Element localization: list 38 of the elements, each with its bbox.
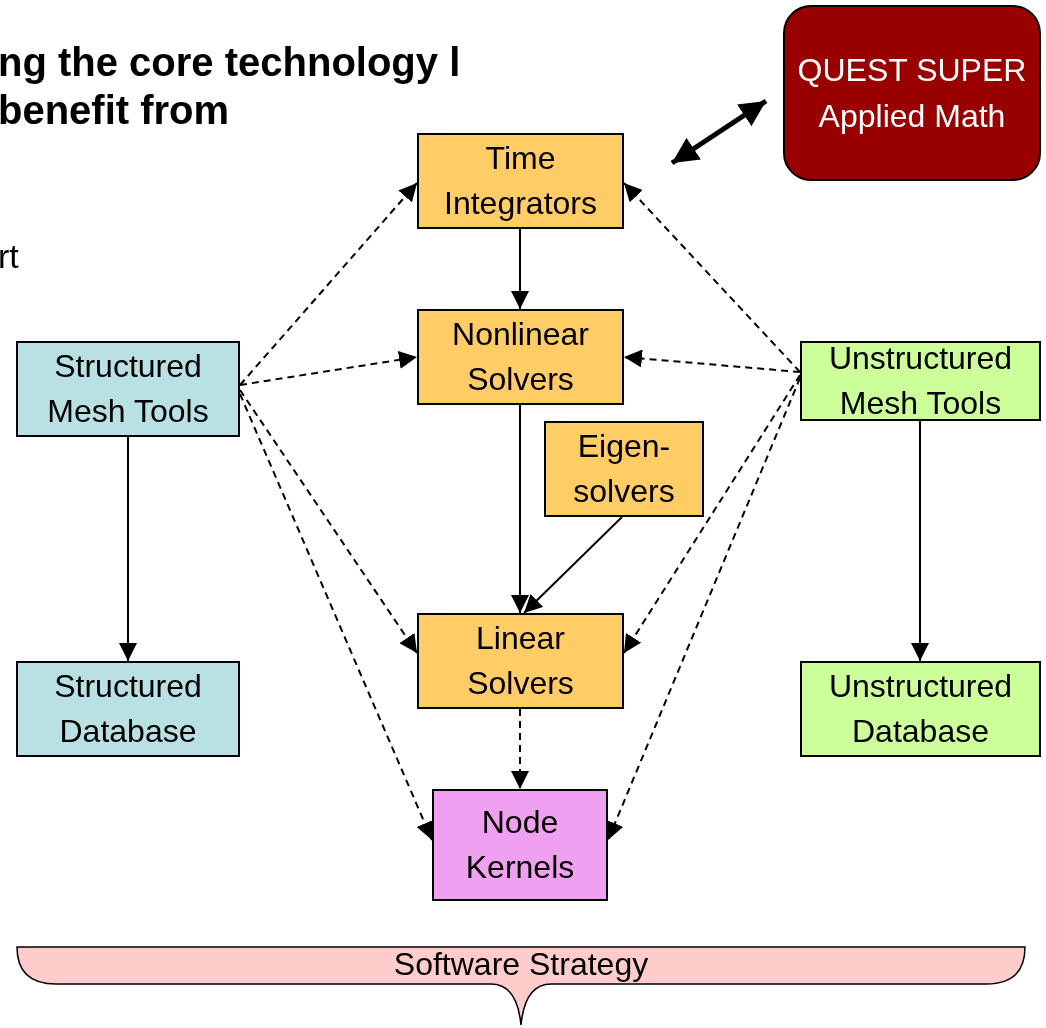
arrow: [239, 393, 434, 841]
node-label: Nonlinear Solvers: [451, 315, 590, 399]
arrow: [623, 374, 801, 654]
arrow: [623, 182, 801, 373]
process-box: [800, 341, 1041, 421]
process-box: [432, 789, 608, 901]
arrow: [511, 228, 529, 310]
node-label: Unstructured Mesh Tools: [827, 339, 1014, 423]
arrow: [511, 708, 529, 790]
heading-text: ng the core technology l benefit from: [0, 39, 462, 134]
double-arrow: [670, 98, 768, 166]
process-box: [417, 613, 624, 709]
node-label: Structured Mesh Tools: [46, 347, 210, 431]
process-box: [16, 341, 240, 437]
node-label: Unstructured Database: [827, 667, 1014, 751]
process-box: [417, 309, 624, 405]
arrow: [911, 420, 929, 662]
node-label: QUEST SUPER Applied Math: [796, 51, 1028, 136]
node-label: Software Strategy: [393, 946, 649, 982]
database-box: [16, 661, 240, 757]
arrow: [523, 516, 623, 614]
arrow: [239, 350, 418, 386]
database-box: [800, 661, 1041, 757]
node-label: Eigen- solvers: [572, 427, 676, 511]
node-label: Structured Database: [53, 667, 203, 751]
program-box: [783, 5, 1041, 181]
arrow: [623, 349, 801, 373]
arrow: [511, 404, 529, 614]
arrow: [239, 389, 418, 654]
node-label: Time Integrators: [443, 139, 598, 223]
node-label: Node Kernels: [464, 803, 576, 887]
arrow: [239, 182, 418, 386]
node-label: Linear Solvers: [466, 619, 575, 703]
curly-brace: [16, 946, 1026, 1026]
arrow: [119, 436, 137, 662]
process-box: [544, 421, 704, 517]
process-box: [417, 133, 624, 229]
body-text: rt: [0, 236, 19, 276]
